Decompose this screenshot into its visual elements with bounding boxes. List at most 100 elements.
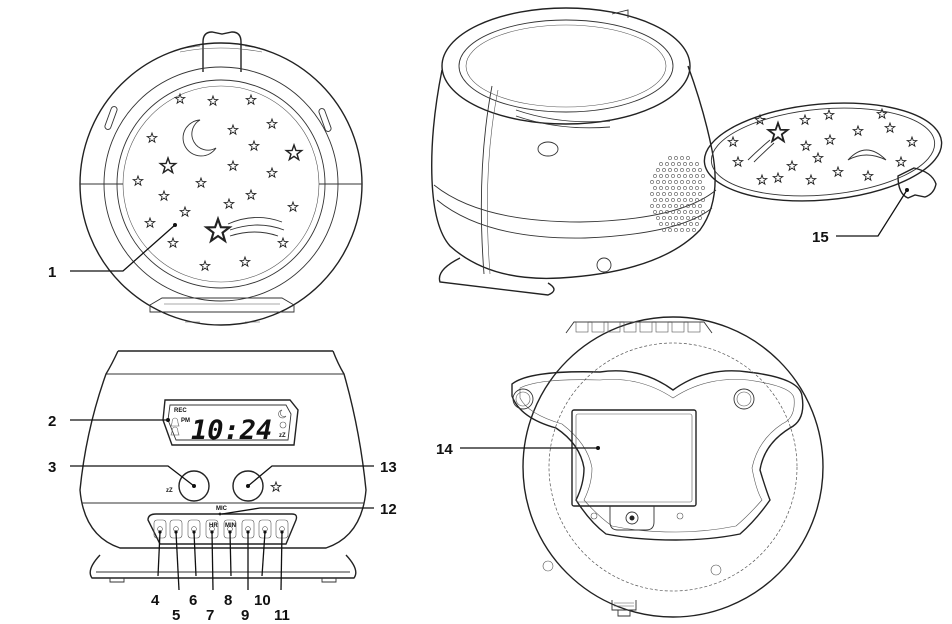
vent-slot [671, 321, 685, 333]
grille-hole [668, 192, 672, 196]
grille-hole [698, 204, 702, 208]
vent-slot [591, 321, 605, 333]
pm-indicator: PM [181, 418, 190, 424]
leader-line [280, 531, 283, 591]
grille-hole [668, 168, 672, 172]
vent-slot [575, 321, 589, 333]
grille-hole [698, 216, 702, 220]
vent-slot [687, 321, 701, 333]
callout-2: 2 [48, 413, 56, 430]
grille-hole [659, 174, 663, 178]
grille-hole [671, 162, 675, 166]
grille-hole [656, 192, 660, 196]
callout-5: 5 [172, 607, 180, 624]
grille-hole [698, 168, 702, 172]
callout-8: 8 [224, 592, 232, 609]
top-view: 1 [48, 31, 363, 326]
moon-icon [182, 119, 217, 157]
grille-hole [668, 180, 672, 184]
grille-hole [677, 222, 681, 226]
callout-9: 9 [241, 607, 249, 624]
time-readout: 10:24 [191, 415, 272, 446]
grille-hole [677, 186, 681, 190]
grille-hole [692, 204, 696, 208]
lcd-display: REC PM 10:24 zZ [162, 399, 299, 446]
grille-hole [683, 222, 687, 226]
projection-disc: 15 [703, 102, 943, 246]
vent-slot [655, 321, 669, 333]
grille-hole [698, 192, 702, 196]
grille-hole [674, 168, 678, 172]
grille-hole [686, 168, 690, 172]
grille-hole [665, 162, 669, 166]
grille-hole [659, 162, 663, 166]
grille-hole [650, 180, 654, 184]
grille-hole [686, 192, 690, 196]
bell-icon [170, 417, 180, 427]
grille-hole [692, 216, 696, 220]
grille-hole [668, 228, 672, 232]
vent-slot [623, 321, 637, 333]
leader-line [193, 531, 197, 577]
star-field [132, 93, 303, 271]
grille-hole [695, 210, 699, 214]
grille-hole [659, 198, 663, 202]
grille-hole [683, 174, 687, 178]
grille-hole [665, 174, 669, 178]
grille-hole [656, 168, 660, 172]
grille-hole [695, 162, 699, 166]
grille-hole [656, 216, 660, 220]
grille-hole [695, 198, 699, 202]
grille-hole [701, 210, 705, 214]
leader-line [211, 531, 214, 591]
grille-hole [698, 180, 702, 184]
grille-hole [665, 186, 669, 190]
grille-hole [659, 210, 663, 214]
sleep-knob[interactable] [178, 470, 210, 502]
grille-hole [662, 168, 666, 172]
grille-hole [680, 168, 684, 172]
grille-hole [662, 204, 666, 208]
bottom-view: 14 [436, 316, 824, 618]
min-label: MIN [225, 523, 236, 529]
grille-hole [668, 216, 672, 220]
grille-hole [680, 180, 684, 184]
grille-hole [689, 162, 693, 166]
grille-hole [674, 156, 678, 160]
grille-hole [689, 210, 693, 214]
grille-hole [674, 180, 678, 184]
grille-hole [683, 198, 687, 202]
grille-hole [695, 186, 699, 190]
projector-knob[interactable] [232, 470, 264, 502]
grille-hole [674, 216, 678, 220]
callout-1: 1 [48, 264, 56, 281]
grille-hole [689, 186, 693, 190]
perspective-view [431, 7, 717, 296]
grille-hole [656, 204, 660, 208]
grille-hole [665, 222, 669, 226]
speaker-grille-icon [650, 156, 705, 232]
grille-hole [668, 204, 672, 208]
leader-line [157, 531, 161, 577]
zz-indicator: zZ [279, 433, 286, 439]
grille-hole [692, 180, 696, 184]
grille-hole [692, 228, 696, 232]
grille-hole [665, 210, 669, 214]
callout-10: 10 [254, 592, 271, 609]
grille-hole [671, 198, 675, 202]
grille-hole [701, 186, 705, 190]
clock-indicator-icon [279, 421, 287, 429]
grille-hole [677, 210, 681, 214]
hr-label: HR [209, 523, 218, 529]
grille-hole [680, 228, 684, 232]
grille-hole [683, 186, 687, 190]
mic-label: MIC [216, 506, 228, 512]
grille-hole [683, 210, 687, 214]
star-button-icon [270, 481, 282, 492]
moon-indicator-icon [278, 409, 287, 419]
callout-12: 12 [380, 501, 397, 518]
grille-hole [653, 210, 657, 214]
grille-hole [680, 192, 684, 196]
grille-hole [692, 168, 696, 172]
callout-13: 13 [380, 459, 397, 476]
